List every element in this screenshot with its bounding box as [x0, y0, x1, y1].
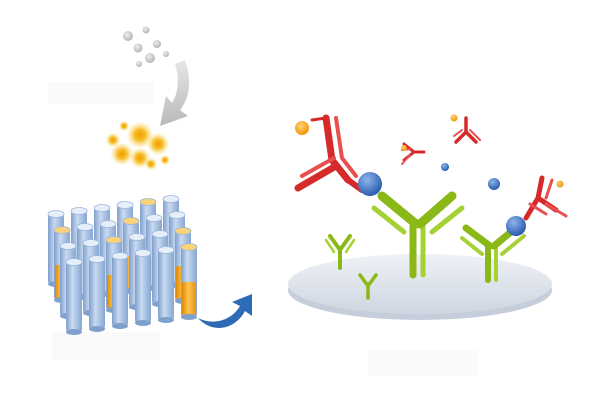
- antigen-ball-3: [441, 163, 449, 171]
- grey-particles: [123, 26, 169, 67]
- capture-antibody-right: [460, 222, 526, 283]
- test-tube: [111, 252, 129, 329]
- antigen-ball-4: [488, 178, 500, 190]
- capture-antibody-center: [371, 191, 465, 279]
- test-tube: [65, 258, 83, 335]
- gold-particles: [106, 121, 170, 170]
- label-box-bottom-left: [52, 332, 160, 360]
- test-tube: [180, 243, 198, 320]
- detection-antibody-right: [523, 175, 568, 221]
- detection-antibody-left: [294, 114, 358, 192]
- label-dot-orange-1: [295, 121, 309, 135]
- test-tube: [157, 246, 175, 323]
- small-green-antibody-2: [358, 273, 378, 300]
- small-green-antibody-1: [324, 234, 356, 270]
- grey-curved-arrow-icon: [160, 60, 190, 126]
- antigen-ball-2: [506, 216, 526, 236]
- label-box-bottom-right: [368, 350, 478, 376]
- label-box-top: [48, 82, 154, 104]
- blue-curved-arrow-icon: [198, 294, 252, 328]
- label-dot-orange-4: [556, 180, 564, 188]
- test-tube: [88, 255, 106, 332]
- antigen-ball-1: [358, 172, 382, 196]
- label-dot-orange-2: [401, 145, 407, 151]
- test-tube: [134, 249, 152, 326]
- tube-rack: [47, 195, 198, 335]
- label-dot-orange-3: [450, 114, 458, 122]
- free-detection-antibody-2: [453, 116, 481, 144]
- assay-plate: [288, 254, 552, 320]
